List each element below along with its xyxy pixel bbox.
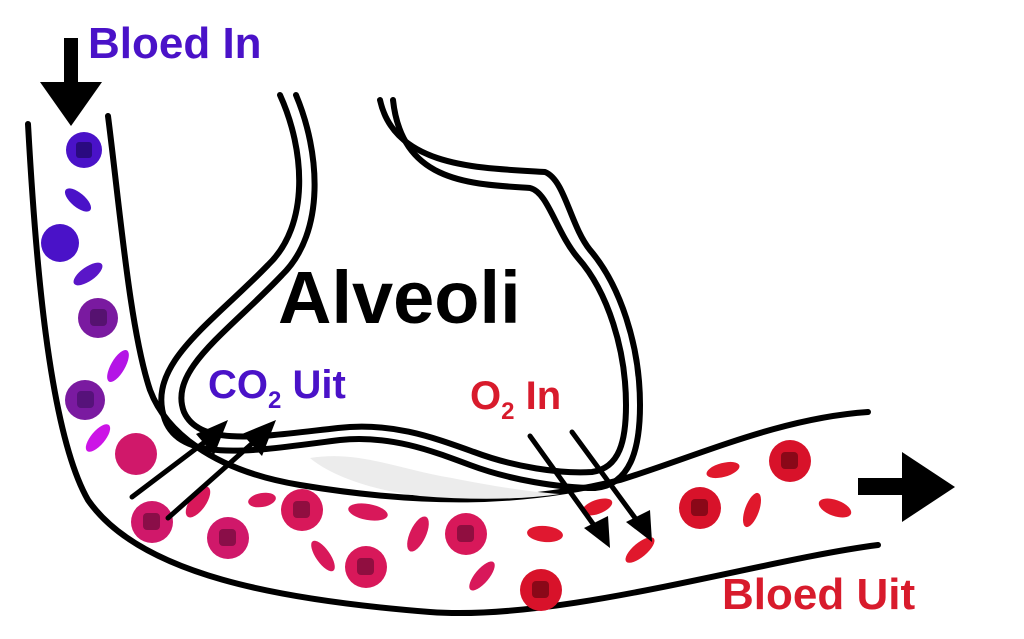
blood-cell	[625, 537, 655, 563]
co2-subscript: 2	[268, 387, 281, 414]
o2-main: O	[470, 374, 501, 418]
blood-cell	[66, 132, 102, 168]
co2-arrows	[129, 420, 276, 521]
blood-cell	[248, 492, 276, 508]
blood-cell	[131, 501, 173, 543]
blood-cell	[742, 492, 762, 528]
blood-cell	[407, 516, 429, 552]
blood-out-label: Bloed Uit	[722, 570, 915, 619]
blood-cell	[41, 224, 79, 262]
o2-word: In	[514, 374, 561, 418]
membrane-gap	[310, 456, 560, 499]
blood-cell	[769, 440, 811, 482]
blood-cell	[64, 188, 92, 212]
blood-cell	[679, 487, 721, 529]
blood-cell	[207, 517, 249, 559]
alveolus	[158, 92, 643, 491]
blood-in-label: Bloed In	[88, 19, 262, 68]
blood-cell	[85, 424, 111, 452]
blood-cell	[73, 262, 103, 286]
blood-cell	[469, 561, 495, 591]
blood-cell	[281, 489, 323, 531]
o2-arrows	[527, 429, 652, 548]
co2-word: Uit	[281, 363, 345, 407]
vessel-inner-wall	[105, 113, 871, 503]
blood-vessel	[25, 113, 881, 617]
blood-cell	[581, 498, 613, 516]
arrow-right-icon	[858, 452, 955, 522]
blood-cell	[445, 513, 487, 555]
blood-cell	[115, 433, 157, 475]
alveoli-label: Alveoli	[278, 256, 521, 339]
blood-cell	[65, 380, 105, 420]
o2-in-label: O2 In	[470, 374, 561, 425]
co2-main: CO	[208, 363, 268, 407]
blood-cell	[348, 503, 388, 521]
blood-cell	[311, 540, 335, 572]
arrow-down-icon	[40, 38, 102, 126]
alveolus-outer-wall	[158, 92, 643, 491]
blood-cells	[41, 132, 852, 611]
blood-cell	[78, 298, 118, 338]
blood-cell	[520, 569, 562, 611]
blood-cell	[818, 498, 852, 518]
o2-subscript: 2	[501, 398, 514, 425]
vessel-outer-wall	[25, 121, 881, 617]
blood-cell	[706, 461, 740, 479]
blood-cell	[527, 525, 563, 543]
co2-out-label: CO2 Uit	[208, 363, 346, 414]
alveolus-inner-wall	[178, 92, 629, 476]
blood-cell	[345, 546, 387, 588]
blood-cell	[107, 350, 129, 382]
blood-cell	[185, 486, 211, 518]
